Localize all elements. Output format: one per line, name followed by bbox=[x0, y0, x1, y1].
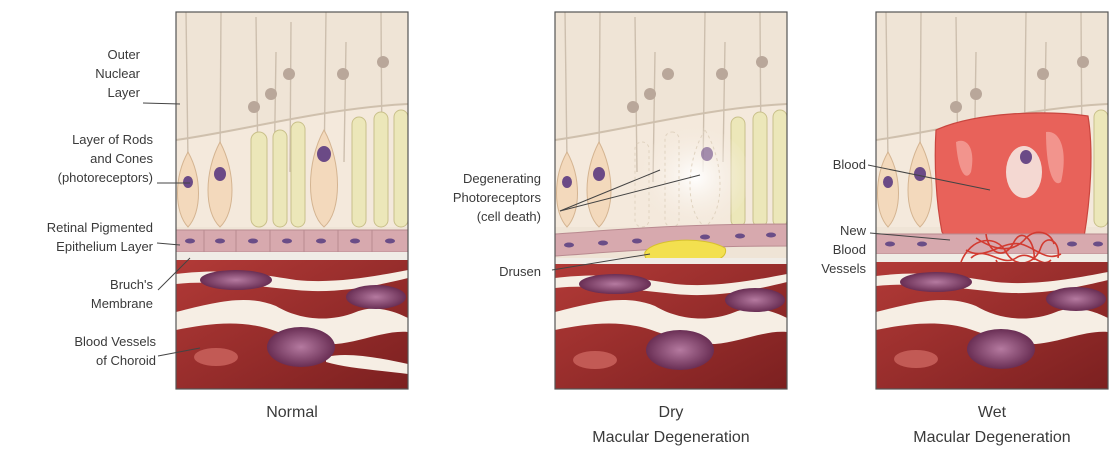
label-drusen: Drusen bbox=[499, 264, 541, 279]
label-degenerating: DegeneratingPhotoreceptors (cell death) bbox=[453, 171, 542, 224]
label-line: (photoreceptors) bbox=[58, 170, 153, 185]
label-rpe: Retinal PigmentedEpithelium Layer bbox=[47, 220, 154, 254]
caption-line: Macular Degeneration bbox=[913, 429, 1070, 446]
label-line: Bruch's bbox=[110, 277, 153, 292]
label-line: Nuclear bbox=[95, 66, 140, 81]
panel-caption: WetMacular Degeneration bbox=[913, 404, 1070, 446]
panel-normal bbox=[176, 12, 408, 389]
label-line: Layer bbox=[107, 85, 140, 100]
label-line: Photoreceptors bbox=[453, 190, 542, 205]
panel-dry bbox=[555, 12, 787, 389]
label-rods-cones: Layer of Rods and Cones (photoreceptors) bbox=[58, 132, 154, 185]
label-line: Blood bbox=[833, 242, 866, 257]
label-bruchs: Bruch'sMembrane bbox=[91, 277, 154, 311]
label-line: Blood Vessels bbox=[74, 334, 156, 349]
label-blood: Blood bbox=[833, 157, 866, 172]
label-new-vessels: NewBloodVessels bbox=[821, 223, 866, 276]
label-line: Membrane bbox=[91, 296, 153, 311]
label-line: (cell death) bbox=[477, 209, 541, 224]
label-line: Degenerating bbox=[463, 171, 541, 186]
caption-line: Normal bbox=[266, 404, 318, 421]
label-line: Outer bbox=[107, 47, 140, 62]
label-line: Blood bbox=[833, 157, 866, 172]
label-line: Vessels bbox=[821, 261, 866, 276]
label-line: New bbox=[840, 223, 867, 238]
panel-caption: DryMacular Degeneration bbox=[592, 404, 749, 446]
label-line: and Cones bbox=[90, 151, 153, 166]
panel-wet bbox=[876, 12, 1108, 389]
label-line: Layer of Rods bbox=[72, 132, 153, 147]
caption-line: Wet bbox=[978, 404, 1007, 421]
label-line: of Choroid bbox=[96, 353, 156, 368]
caption-line: Macular Degeneration bbox=[592, 429, 749, 446]
label-choroid: Blood Vessels of Choroid bbox=[74, 334, 156, 368]
label-line: Retinal Pigmented bbox=[47, 220, 153, 235]
label-line: Drusen bbox=[499, 264, 541, 279]
label-outer-nuclear: OuterNuclearLayer bbox=[95, 47, 140, 100]
captions: NormalDryMacular DegenerationWetMacular … bbox=[266, 404, 1070, 446]
label-line: Epithelium Layer bbox=[56, 239, 153, 254]
panel-caption: Normal bbox=[266, 404, 318, 421]
caption-line: Dry bbox=[659, 404, 684, 421]
